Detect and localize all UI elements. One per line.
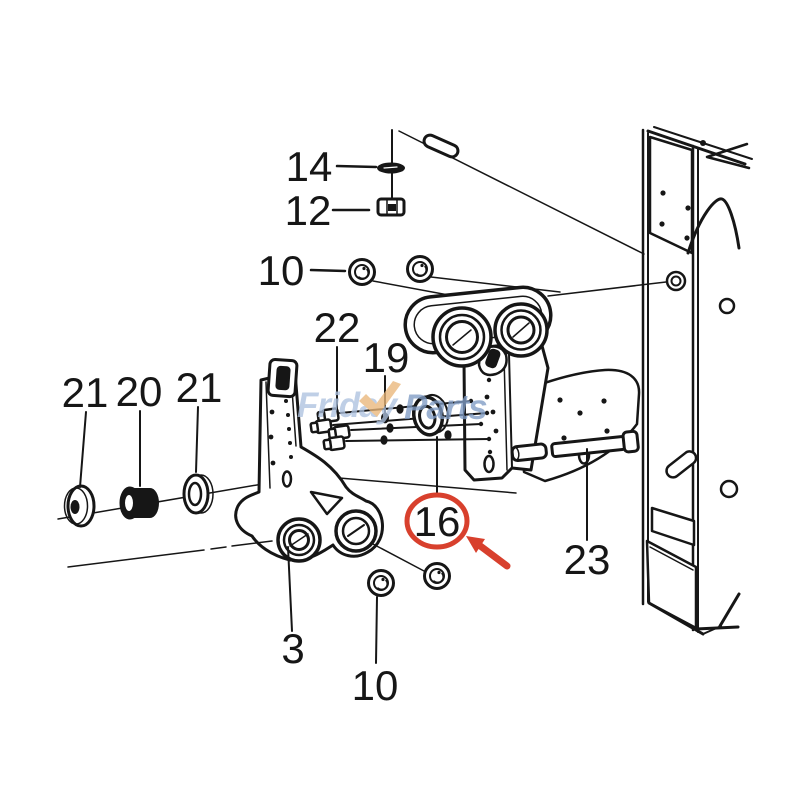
axis-dash-line	[67, 540, 273, 568]
bushing-left	[431, 306, 493, 368]
lower-bracket	[234, 357, 384, 563]
frame-upper-plate	[648, 135, 694, 255]
frame-hook	[686, 197, 741, 255]
cutout	[309, 490, 344, 516]
boss-left	[276, 517, 322, 563]
grommet-part-10d	[423, 562, 451, 590]
callout-22: 22	[314, 304, 361, 351]
highlight-arrow-head	[466, 536, 485, 553]
frame-top-brace	[705, 142, 751, 170]
callout-21-left: 21	[62, 369, 109, 416]
callout-10-top: 10	[258, 247, 305, 294]
bushing-right	[493, 302, 549, 358]
grommet-part-10b	[406, 255, 434, 283]
callout-23: 23	[564, 536, 611, 583]
callout-21-right: 21	[176, 364, 223, 411]
ring-part-16	[411, 393, 449, 437]
callout-16: 16	[414, 498, 461, 545]
watermark: Friday Parts	[297, 381, 488, 427]
washer-part-21-left	[63, 484, 96, 528]
nut-part-12	[376, 197, 406, 217]
frame-post	[547, 126, 753, 636]
grommet-part-10c	[367, 569, 395, 597]
callout-10-bottom: 10	[352, 662, 399, 709]
highlight-arrow-shaft	[475, 541, 511, 570]
callout-labels: 14 12 10 22 19 21 20 21 23 3 10	[62, 143, 611, 709]
watermark-word2: Parts	[404, 388, 487, 427]
boss-right	[334, 509, 378, 553]
grommet-part-10a	[348, 258, 376, 286]
frame-slot	[665, 450, 698, 479]
bushing-part-20	[119, 486, 159, 520]
callout-20: 20	[116, 368, 163, 415]
washer-set-left	[57, 473, 281, 528]
callout-3: 3	[281, 625, 304, 672]
bolt-head-4	[322, 434, 347, 453]
pin-part-23	[510, 429, 640, 463]
watermark-check-icon	[359, 381, 401, 417]
spacer-part-19	[381, 412, 389, 424]
highlight-circle	[404, 492, 470, 550]
washer-part-21-right	[182, 473, 214, 515]
frame-slot-top	[422, 133, 460, 159]
grommets-bottom	[367, 542, 451, 597]
highlight-annotation: 16	[404, 492, 511, 570]
top-fastener-assembly	[376, 129, 645, 255]
callout-12: 12	[285, 187, 332, 234]
callout-19: 19	[363, 334, 410, 381]
callout-14: 14	[286, 143, 333, 190]
